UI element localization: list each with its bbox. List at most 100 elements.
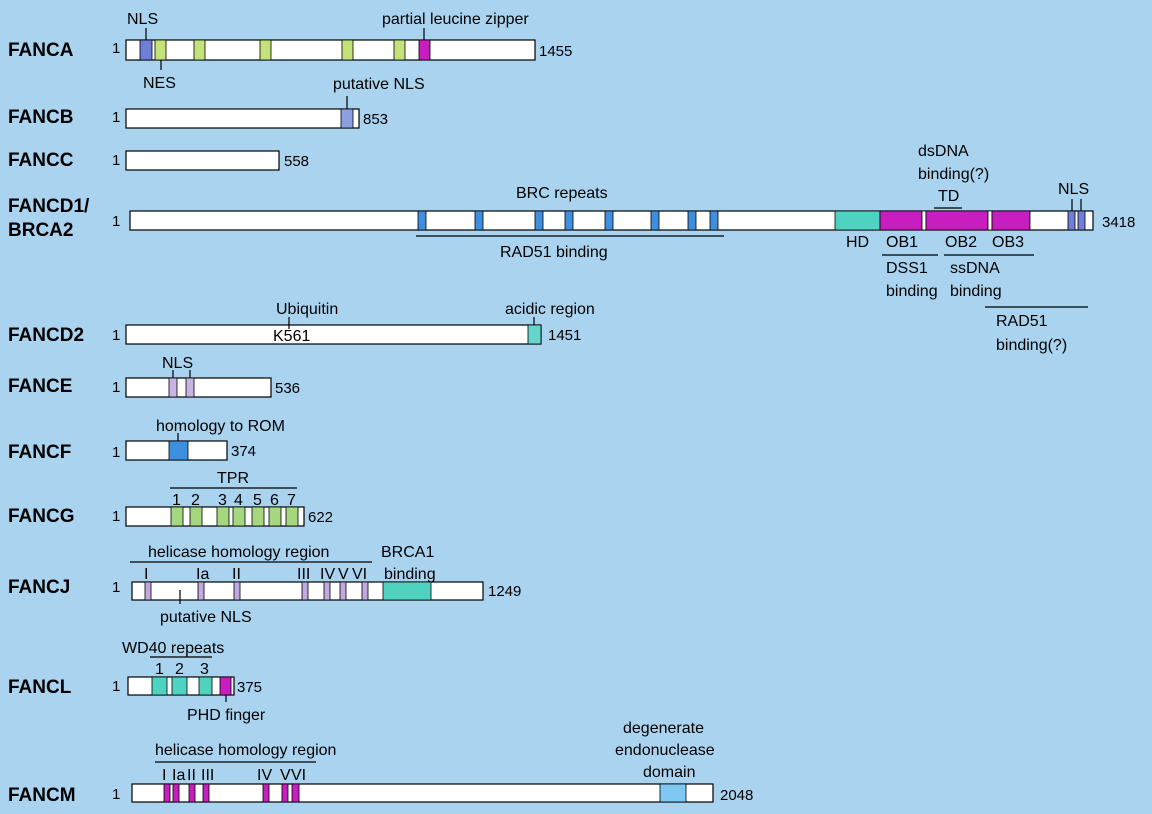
nls-domain [1067,210,1076,231]
dsdna-binding-label: binding(?) [918,166,989,183]
tpr-number: 1 [172,492,181,509]
protein-fancm: FANCM 1 helicase homology region I Ia II… [8,720,753,806]
start-number: 1 [112,327,120,344]
start-number: 1 [112,678,120,695]
nes-label: NES [143,75,176,92]
start-number: 1 [112,444,120,461]
end-number: 2048 [720,787,753,804]
rad51-q-label: RAD51 [996,313,1048,330]
wd40-label: WD40 repeats [122,640,224,657]
nes-domain [154,39,167,61]
ob2-label: OB2 [945,234,977,251]
protein-bar-fancd2 [125,324,542,345]
helicase-motif [339,581,347,601]
motif-label: Ia [196,566,209,583]
protein-fancc: FANCC 1 558 [8,150,309,171]
endonuclease-label: domain [643,764,695,781]
tpr-number: 5 [253,492,262,509]
protein-fanca: FANCA 1 NLS partial leucine zipper NES 1… [8,11,572,92]
tpr-label: TPR [217,470,249,487]
phd-finger-domain [219,676,232,696]
protein-name-fancf: FANCF [8,442,71,463]
rom-homology-label: homology to ROM [156,418,285,435]
helicase-motif [188,783,196,803]
protein-fance: FANCE 1 NLS 536 [8,355,300,398]
helicase-motif [144,581,152,601]
k561-label: K561 [273,328,310,345]
brc-repeat [534,210,544,231]
acidic-region-domain [527,324,542,345]
brca1-binding-domain [382,581,432,601]
ob1-domain [879,210,923,231]
nls-domain [1077,210,1086,231]
protein-name-fancb: FANCB [8,107,73,128]
protein-fancd1-brca2: FANCD1/ BRCA2 1 BRC repeats RAD51 bindi [8,143,1135,354]
protein-name-fancd2: FANCD2 [8,325,84,346]
putative-nls-label: putative NLS [333,76,425,93]
motif-label: II [187,767,196,784]
start-number: 1 [112,213,120,230]
nls-domain [185,377,195,398]
brc-repeat [604,210,614,231]
end-number: 558 [284,153,309,170]
helicase-motif [323,581,331,601]
protein-name-fanca: FANCA [8,40,74,61]
start-number: 1 [112,152,120,169]
motif-label: I [144,566,148,583]
start-number: 1 [112,786,120,803]
nes-domain [259,39,272,61]
ubiquitin-label: Ubiquitin [276,301,338,318]
brc-repeat [687,210,697,231]
nls-label: NLS [127,11,158,28]
start-number: 1 [112,40,120,57]
ob1-label: OB1 [886,234,918,251]
end-number: 853 [363,111,388,128]
helicase-motif [281,783,289,803]
ssdna-binding-label: binding [950,283,1002,300]
helicase-motif [163,783,171,803]
helicase-motif [301,581,309,601]
wd40-repeat [171,676,188,696]
wd40-repeat [198,676,213,696]
protein-name-fancm: FANCM [8,785,76,806]
helicase-motif [262,783,270,803]
dsdna-label: dsDNA [918,143,969,160]
motif-label: Ia [172,767,185,784]
protein-bar-fancm [131,783,714,803]
nls-label: NLS [1058,181,1089,198]
brc-repeat [709,210,719,231]
ob3-label: OB3 [992,234,1024,251]
helicase-motif [291,783,300,803]
nes-domain [193,39,206,61]
protein-name-fance: FANCE [8,376,72,397]
acidic-region-label: acidic region [505,301,595,318]
protein-fancj: FANCJ 1 helicase homology region BRCA1 b… [8,544,521,626]
endonuclease-domain [659,783,687,803]
protein-fancl: FANCL 1 WD40 repeats 1 2 3 PHD finger 37… [8,640,266,724]
protein-bar-fanca [125,39,536,61]
ob2-domain [925,210,989,231]
helicase-motif [202,783,210,803]
motif-label: VI [291,767,306,784]
brc-repeat [474,210,484,231]
tpr-repeat [170,506,184,527]
hd-domain [834,210,881,231]
rad51-binding-label: RAD51 binding [500,244,608,261]
motif-label: II [232,566,241,583]
brc-repeat [417,210,427,231]
ssdna-label: ssDNA [950,260,1000,277]
protein-name-fancc: FANCC [8,150,74,171]
putative-nls-label: putative NLS [160,609,252,626]
dss1-label: DSS1 [886,260,928,277]
protein-fancb: FANCB 1 putative NLS 853 [8,76,425,129]
protein-name-fancg: FANCG [8,506,75,527]
brca1-binding-label: binding [384,566,436,583]
helicase-motif [172,783,180,803]
brc-repeat [564,210,574,231]
end-number: 622 [308,509,333,526]
motif-label: V [338,566,349,583]
protein-name-fancd1: FANCD1/ [8,196,90,217]
end-number: 3418 [1102,214,1135,231]
tpr-repeat [232,506,246,527]
